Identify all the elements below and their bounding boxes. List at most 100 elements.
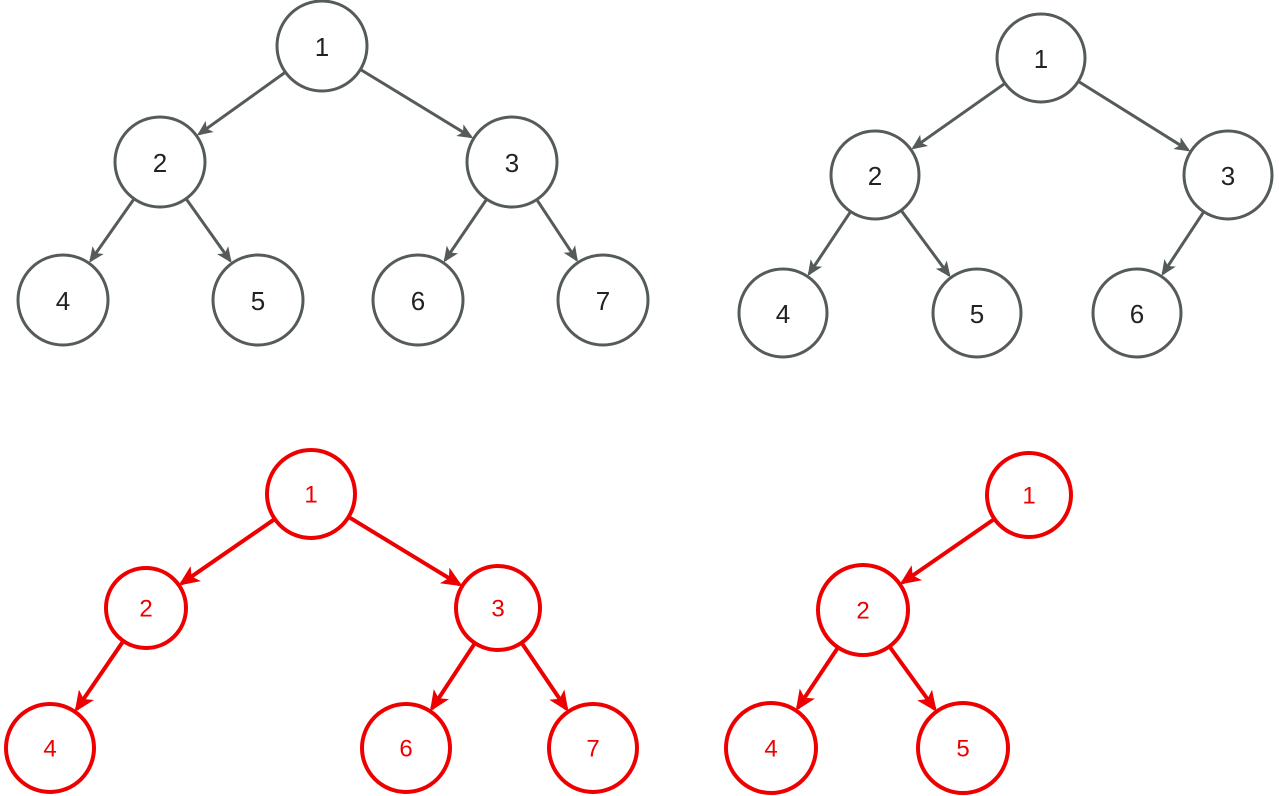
tree-node[interactable]: 2 <box>816 563 910 657</box>
node-circle <box>265 448 357 540</box>
node-circle <box>1182 129 1274 221</box>
node-label: 5 <box>970 299 984 329</box>
tree-edge <box>520 642 569 712</box>
tree-edge <box>899 517 995 585</box>
node-label: 2 <box>868 161 882 191</box>
node-circle <box>985 451 1073 539</box>
node-circle <box>465 115 559 209</box>
tree-node[interactable]: 4 <box>737 267 829 359</box>
tree-edges <box>795 517 995 712</box>
node-circle <box>1091 267 1183 359</box>
tree-nodes: 1 2 3 4 6 7 <box>4 448 639 794</box>
node-circle <box>547 702 639 794</box>
node-circle <box>104 566 188 650</box>
tree-edge <box>1161 211 1205 276</box>
tree-node[interactable]: 4 <box>724 701 818 795</box>
tree-node[interactable]: 5 <box>916 701 1010 795</box>
tree-diagram: 1 2 4 5 <box>724 451 1073 795</box>
tree-node[interactable]: 1 <box>265 448 357 540</box>
node-circle <box>360 702 452 794</box>
tree-edge <box>429 642 477 712</box>
node-label: 1 <box>315 32 329 62</box>
node-label: 6 <box>399 736 412 763</box>
node-circle <box>454 564 542 652</box>
tree-node[interactable]: 2 <box>829 129 921 221</box>
node-label: 4 <box>764 736 777 763</box>
tree-node[interactable]: 2 <box>104 566 188 650</box>
tree-nodes: 1 2 3 4 5 6 <box>737 12 1274 359</box>
node-circle <box>916 701 1010 795</box>
tree-edge <box>89 198 135 263</box>
tree-node[interactable]: 1 <box>275 0 369 93</box>
tree-edge <box>178 517 276 586</box>
node-label: 4 <box>776 299 790 329</box>
node-label: 3 <box>1221 161 1235 191</box>
node-label: 2 <box>153 148 167 178</box>
node-label: 6 <box>1130 299 1144 329</box>
node-label: 7 <box>586 736 599 763</box>
node-label: 1 <box>1022 483 1035 510</box>
tree-node[interactable]: 3 <box>1182 129 1274 221</box>
node-label: 4 <box>43 736 56 763</box>
tree-node[interactable]: 2 <box>113 115 207 209</box>
node-circle <box>931 267 1023 359</box>
node-label: 2 <box>139 596 152 623</box>
node-circle <box>724 701 818 795</box>
node-circle <box>737 267 829 359</box>
node-circle <box>211 253 305 347</box>
tree-node[interactable]: 6 <box>371 253 465 347</box>
tree-node[interactable]: 5 <box>211 253 305 347</box>
tree-edge <box>185 198 232 263</box>
tree-edge <box>888 646 937 712</box>
tree-edge <box>196 71 286 136</box>
node-circle <box>275 0 369 93</box>
node-label: 4 <box>56 286 70 316</box>
tree-node[interactable]: 5 <box>931 267 1023 359</box>
tree-diagram: 1 2 3 4 5 6 <box>737 12 1274 359</box>
tree-node[interactable]: 1 <box>985 451 1073 539</box>
node-circle <box>829 129 921 221</box>
tree-node[interactable]: 6 <box>360 702 452 794</box>
node-circle <box>556 253 650 347</box>
tree-node[interactable]: 1 <box>995 12 1087 104</box>
node-circle <box>4 702 96 794</box>
tree-edge <box>536 199 578 263</box>
node-circle <box>16 253 110 347</box>
node-label: 1 <box>1034 44 1048 74</box>
node-label: 6 <box>411 286 425 316</box>
tree-diagram: 1 2 3 4 5 6 7 <box>16 0 650 347</box>
tree-edge <box>807 211 852 276</box>
node-circle <box>371 253 465 347</box>
node-circle <box>816 563 910 657</box>
tree-edge <box>443 199 488 263</box>
tree-diagram: 1 2 3 4 6 7 <box>4 448 639 794</box>
tree-node[interactable]: 6 <box>1091 267 1183 359</box>
tree-nodes: 1 2 4 5 <box>724 451 1073 795</box>
node-label: 1 <box>304 482 317 509</box>
node-label: 3 <box>505 148 519 178</box>
tree-edges <box>74 515 569 712</box>
tree-edge <box>911 82 1006 150</box>
tree-node[interactable]: 3 <box>465 115 559 209</box>
tree-node[interactable]: 7 <box>547 702 639 794</box>
tree-node[interactable]: 4 <box>4 702 96 794</box>
node-circle <box>995 12 1087 104</box>
node-label: 5 <box>251 286 265 316</box>
tree-edge <box>1078 80 1191 152</box>
tree-edges <box>807 80 1205 278</box>
tree-node[interactable]: 7 <box>556 253 650 347</box>
tree-nodes: 1 2 3 4 5 6 7 <box>16 0 650 347</box>
tree-node[interactable]: 4 <box>16 253 110 347</box>
tree-edge <box>795 647 840 711</box>
node-circle <box>113 115 207 209</box>
tree-edge <box>348 515 463 587</box>
node-label: 3 <box>491 596 504 623</box>
node-label: 7 <box>596 286 610 316</box>
tree-edges <box>89 68 578 263</box>
tree-edge <box>74 640 125 712</box>
tree-node[interactable]: 3 <box>454 564 542 652</box>
node-label: 5 <box>956 736 969 763</box>
node-label: 2 <box>856 598 869 625</box>
